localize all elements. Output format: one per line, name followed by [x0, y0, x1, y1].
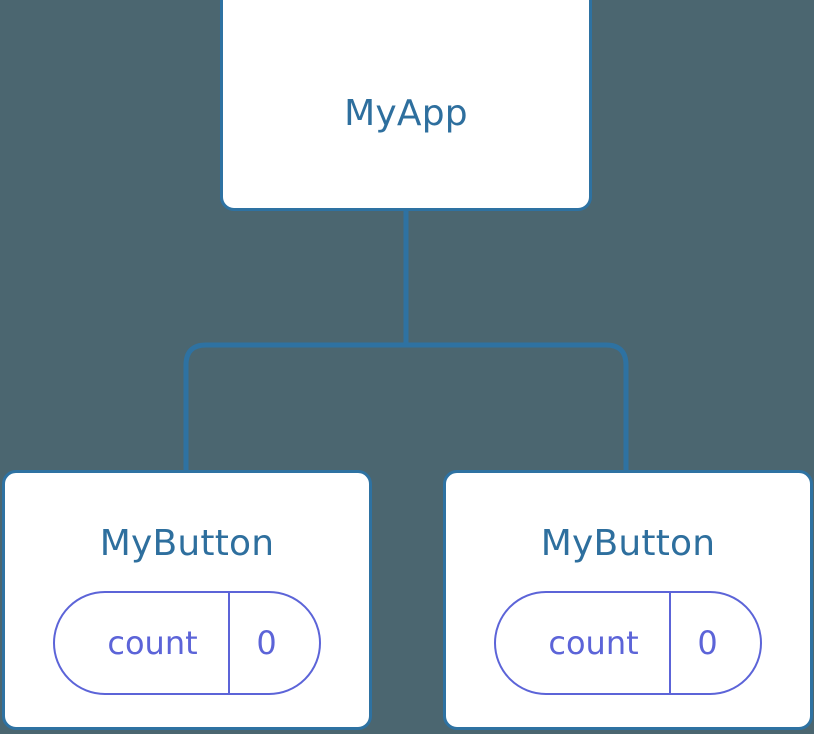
- component-node-mybutton-2[interactable]: MyButton count 0: [443, 470, 813, 730]
- state-pill[interactable]: count 0: [494, 591, 762, 695]
- connector-branch-bar: [183, 342, 629, 470]
- component-node-mybutton-1[interactable]: MyButton count 0: [2, 470, 372, 730]
- component-node-title: MyButton: [99, 523, 275, 564]
- state-key-label: count: [496, 593, 671, 693]
- component-node-title: MyButton: [540, 523, 716, 564]
- component-node-title: MyApp: [344, 93, 468, 134]
- state-value-label: 0: [697, 624, 718, 662]
- state-key-label: count: [55, 593, 230, 693]
- component-node-myapp[interactable]: MyApp: [220, 0, 592, 211]
- state-pill[interactable]: count 0: [53, 591, 321, 695]
- state-value-label: 0: [256, 624, 277, 662]
